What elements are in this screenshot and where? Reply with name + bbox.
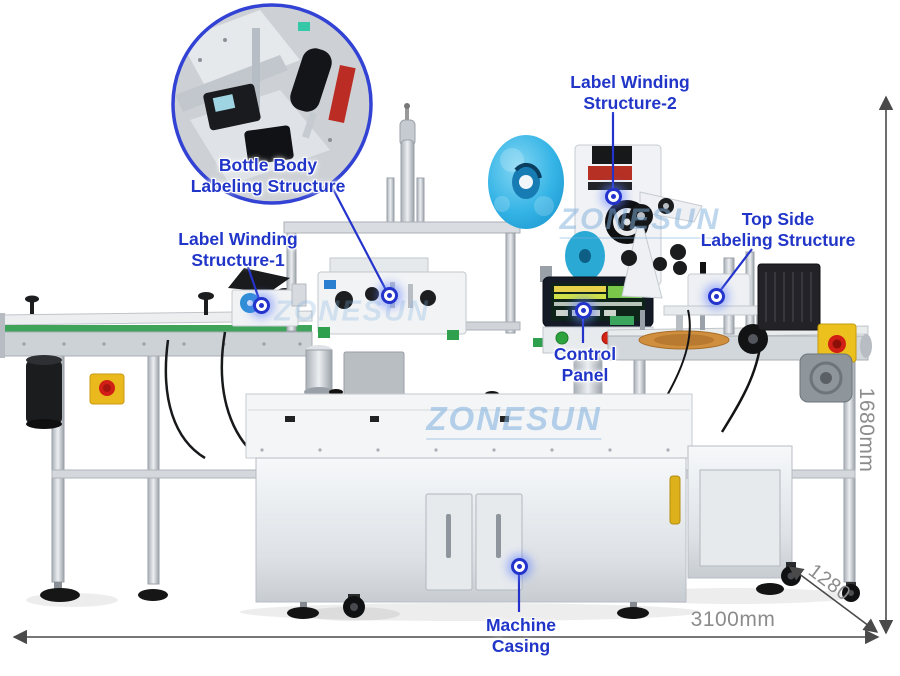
watermark: ZONESUN	[274, 295, 430, 328]
callout-line: Structure-1	[191, 249, 285, 270]
marker-dot-label-winding-2	[604, 187, 622, 205]
cable	[220, 331, 253, 453]
marker-dot-machine-casing	[510, 557, 528, 575]
callout-line: Top Side	[741, 209, 815, 229]
leader-bottle-body	[330, 184, 388, 293]
marker-dot-bottle-body	[380, 286, 398, 304]
callout-line: Label Winding	[570, 72, 690, 92]
emergency-stop-left	[89, 373, 125, 405]
leader-lines	[246, 112, 753, 612]
watermark: ZONESUN	[426, 400, 602, 440]
callout-line: Labeling Structure	[700, 229, 856, 250]
drive-motor-box	[757, 263, 821, 331]
label-winding-structure-1	[228, 268, 307, 327]
callout-control-panel: Control Panel	[554, 344, 616, 385]
start-button	[555, 331, 569, 345]
callout-line: Labeling Structure	[190, 175, 346, 196]
inset-circle-photo	[171, 3, 373, 205]
callout-line: Structure-2	[583, 92, 677, 113]
emergency-stop-right	[817, 323, 857, 363]
cable	[164, 339, 206, 460]
marker-dot-label-winding-1	[252, 296, 270, 314]
callout-top-side: Top Side Labeling Structure	[701, 209, 856, 250]
top-side-labeler	[621, 204, 857, 453]
callout-label-winding-1: Label Winding Structure-1	[178, 229, 297, 270]
label-reel	[488, 135, 564, 229]
callout-machine-casing: Machine Casing	[486, 615, 556, 656]
callout-line: Panel	[561, 364, 609, 385]
callout-line: Label Winding	[178, 229, 298, 249]
height-dimension-label: 1680mm	[855, 387, 878, 473]
length-dimension-label: 3100mm	[690, 608, 776, 631]
callout-line: Control	[553, 344, 617, 364]
depth-dimension-line	[788, 566, 879, 633]
marker-dot-top-side	[707, 287, 725, 305]
callout-line: Bottle Body	[218, 155, 318, 175]
dimension-lines	[12, 95, 894, 645]
callout-bottle-body: Bottle Body Labeling Structure	[191, 155, 346, 196]
watermark: ZONESUN	[559, 203, 721, 239]
callout-line: Casing	[491, 635, 551, 656]
conveyor-motor	[26, 355, 62, 429]
machine-casing	[245, 393, 801, 619]
marker-dot-control-panel	[574, 301, 592, 319]
foot	[40, 582, 168, 602]
callout-label-winding-2: Label Winding Structure-2	[570, 72, 689, 113]
callout-line: Machine	[485, 615, 557, 635]
